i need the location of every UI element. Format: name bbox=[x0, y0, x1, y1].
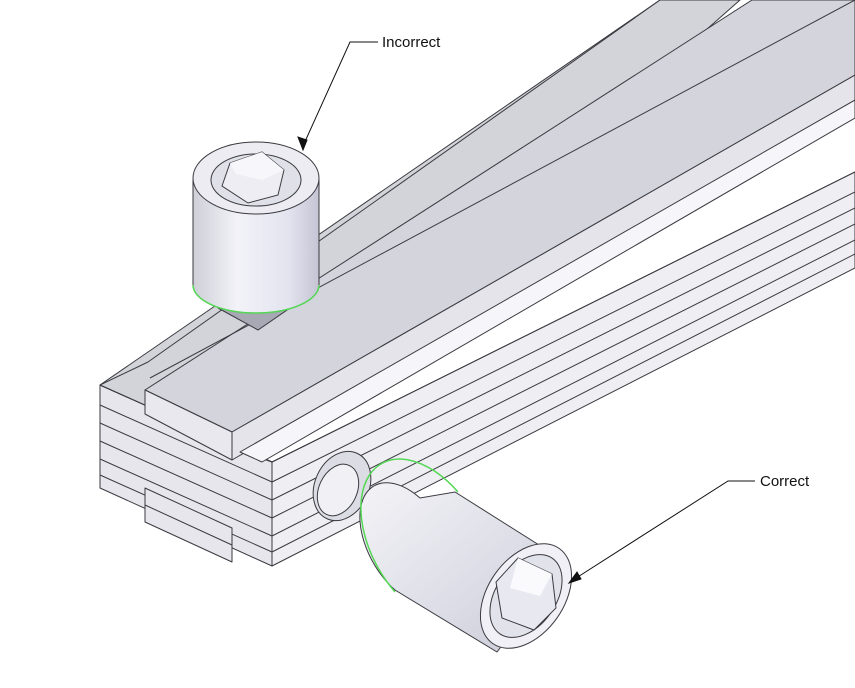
set-screw-correct bbox=[359, 458, 573, 653]
top-groove bbox=[239, 99, 855, 463]
threaded-hole bbox=[312, 450, 372, 522]
plate-lines-side bbox=[271, 191, 855, 553]
callout-correct-label: Correct bbox=[760, 473, 810, 490]
callout-incorrect-label: Incorrect bbox=[382, 34, 441, 51]
callout-incorrect-leader bbox=[297, 41, 378, 152]
raised-block-side bbox=[231, 74, 855, 461]
set-screw-incorrect bbox=[192, 141, 320, 331]
rail-assembly bbox=[99, 0, 855, 567]
callout-correct-leader bbox=[567, 480, 755, 584]
